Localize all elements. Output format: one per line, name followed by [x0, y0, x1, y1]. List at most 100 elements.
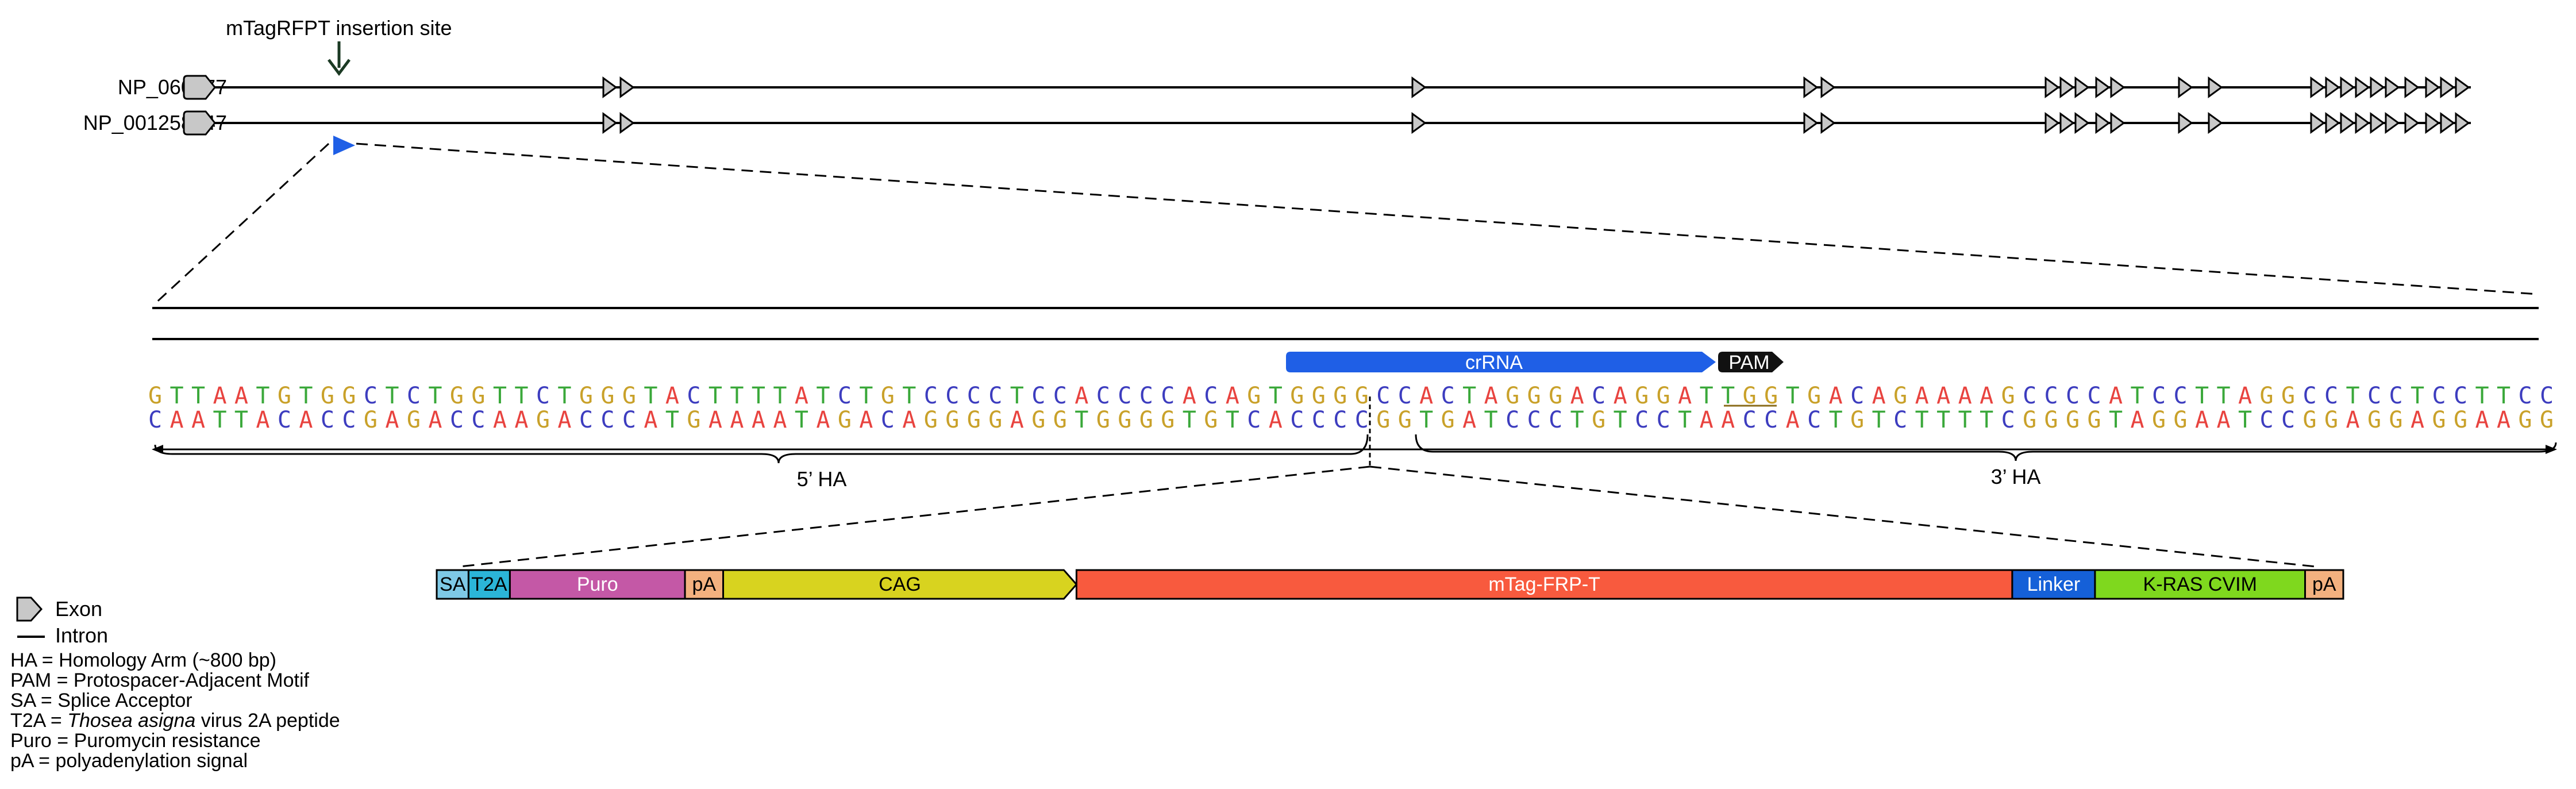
nucleotide: A: [234, 383, 248, 409]
nucleotide: G: [2324, 407, 2338, 433]
nucleotide: G: [2389, 407, 2402, 433]
exon-legend-icon: [16, 596, 43, 622]
exon-icon: [2059, 112, 2075, 134]
construct-segment-label: pA: [692, 574, 716, 595]
nucleotide: G: [1441, 407, 1455, 433]
crrna-label: crRNA: [1465, 352, 1523, 374]
legend-def-pa: pA = polyadenylation signal: [10, 750, 248, 772]
nucleotide: G: [450, 383, 464, 409]
nucleotide: T: [2131, 383, 2144, 409]
nucleotide: G: [1549, 383, 1562, 409]
construct-guide-right: [1369, 465, 2316, 568]
nucleotide: C: [342, 407, 356, 433]
nucleotide: C: [881, 407, 895, 433]
nucleotide: C: [1743, 407, 1757, 433]
exon-icon: [2059, 76, 2075, 98]
zoom-guide-right: [356, 143, 2539, 295]
nucleotide: C: [1527, 407, 1541, 433]
legend-def-pam: PAM = Protospacer-Adjacent Motif: [10, 669, 310, 691]
nucleotide: C: [2023, 383, 2036, 409]
nucleotide: T: [1958, 407, 1972, 433]
exon-icon: [2404, 76, 2420, 98]
exon-icon: [2325, 112, 2340, 134]
nucleotide: T: [1936, 407, 1950, 433]
nucleotide: G: [1247, 383, 1261, 409]
nucleotide: G: [1118, 407, 1131, 433]
nucleotide: T: [752, 383, 765, 409]
nucleotide: T: [213, 407, 226, 433]
nucleotide: G: [148, 383, 162, 409]
exon-icon: [2385, 112, 2400, 134]
nucleotide: A: [1010, 407, 1024, 433]
nucleotide: T: [2475, 383, 2489, 409]
nucleotide: A: [1872, 383, 1886, 409]
nucleotide: G: [924, 407, 938, 433]
nucleotide: G: [1204, 407, 1218, 433]
exon-icon: [2455, 76, 2470, 98]
nucleotide: C: [1376, 383, 1390, 409]
nucleotide: C: [2260, 407, 2274, 433]
nucleotide: C: [1053, 383, 1067, 409]
nucleotide: G: [2260, 383, 2274, 409]
nucleotide: G: [2174, 407, 2188, 433]
nucleotide: A: [1915, 383, 1929, 409]
legend-def-t2a: T2A = Thosea asigna virus 2A peptide: [10, 710, 340, 732]
pam-badge: PAM: [1718, 352, 1784, 374]
exon-icon: [2044, 76, 2060, 98]
exon-icon: [2110, 76, 2126, 98]
nucleotide: C: [1290, 407, 1304, 433]
construct-segment: [509, 569, 686, 600]
nucleotide: A: [2497, 407, 2510, 433]
nucleotide: T: [1462, 383, 1476, 409]
legend: Exon Intron HA = Homology Arm (~800 bp) …: [10, 596, 340, 772]
legend-intron-label: Intron: [55, 623, 108, 647]
construct-segment-label: CAG: [879, 574, 921, 595]
nucleotide: C: [622, 407, 636, 433]
construct-segment-label: SA: [440, 574, 466, 595]
construct-element: pA: [2304, 569, 2344, 600]
exon-icon: [1411, 76, 1427, 98]
construct-element: pA: [684, 569, 725, 600]
nucleotide: A: [1936, 383, 1950, 409]
exon-icon: [1411, 112, 1427, 134]
nucleotide: T: [2497, 383, 2510, 409]
nucleotide: G: [967, 407, 981, 433]
nucleotide: G: [2001, 383, 2015, 409]
nucleotide: A: [752, 407, 765, 433]
nucleotide: C: [2324, 383, 2338, 409]
exon-icon: [2095, 76, 2111, 98]
exon-icon: [602, 76, 618, 98]
nucleotide: G: [1312, 383, 1326, 409]
nucleotide: A: [816, 407, 830, 433]
nucleotide: T: [2195, 383, 2209, 409]
nucleotide: A: [1958, 383, 1972, 409]
exon-icon: [2325, 76, 2340, 98]
exon-icon: [1820, 76, 1836, 98]
nucleotide: C: [2454, 383, 2467, 409]
nucleotide: G: [622, 383, 636, 409]
construct-element: SA: [436, 569, 469, 600]
pam-label: PAM: [1728, 352, 1769, 374]
nucleotide: A: [1484, 383, 1498, 409]
nucleotide: C: [1247, 407, 1261, 433]
left-ha-label: 5’ HA: [797, 467, 847, 491]
construct-guide-left: [459, 465, 1370, 568]
nucleotide: A: [1678, 383, 1692, 409]
nucleotide: C: [1764, 407, 1778, 433]
nucleotide: T: [256, 383, 269, 409]
nucleotide: C: [1893, 407, 1907, 433]
nucleotide: C: [1398, 383, 1412, 409]
nucleotide: A: [213, 383, 226, 409]
nucleotide: A: [1614, 383, 1627, 409]
nucleotide: G: [2432, 407, 2446, 433]
nucleotide: C: [579, 407, 593, 433]
nucleotide: T: [2411, 383, 2424, 409]
left-ha-brace: [154, 434, 1369, 464]
legend-def-ha: HA = Homology Arm (~800 bp): [10, 649, 276, 671]
nucleotide: A: [902, 407, 916, 433]
nucleotide: C: [2001, 407, 2015, 433]
nucleotide: C: [687, 383, 700, 409]
nucleotide: G: [1764, 383, 1778, 409]
nucleotide: A: [2475, 407, 2489, 433]
insertion-site-label: mTagRFPT insertion site: [226, 16, 452, 40]
